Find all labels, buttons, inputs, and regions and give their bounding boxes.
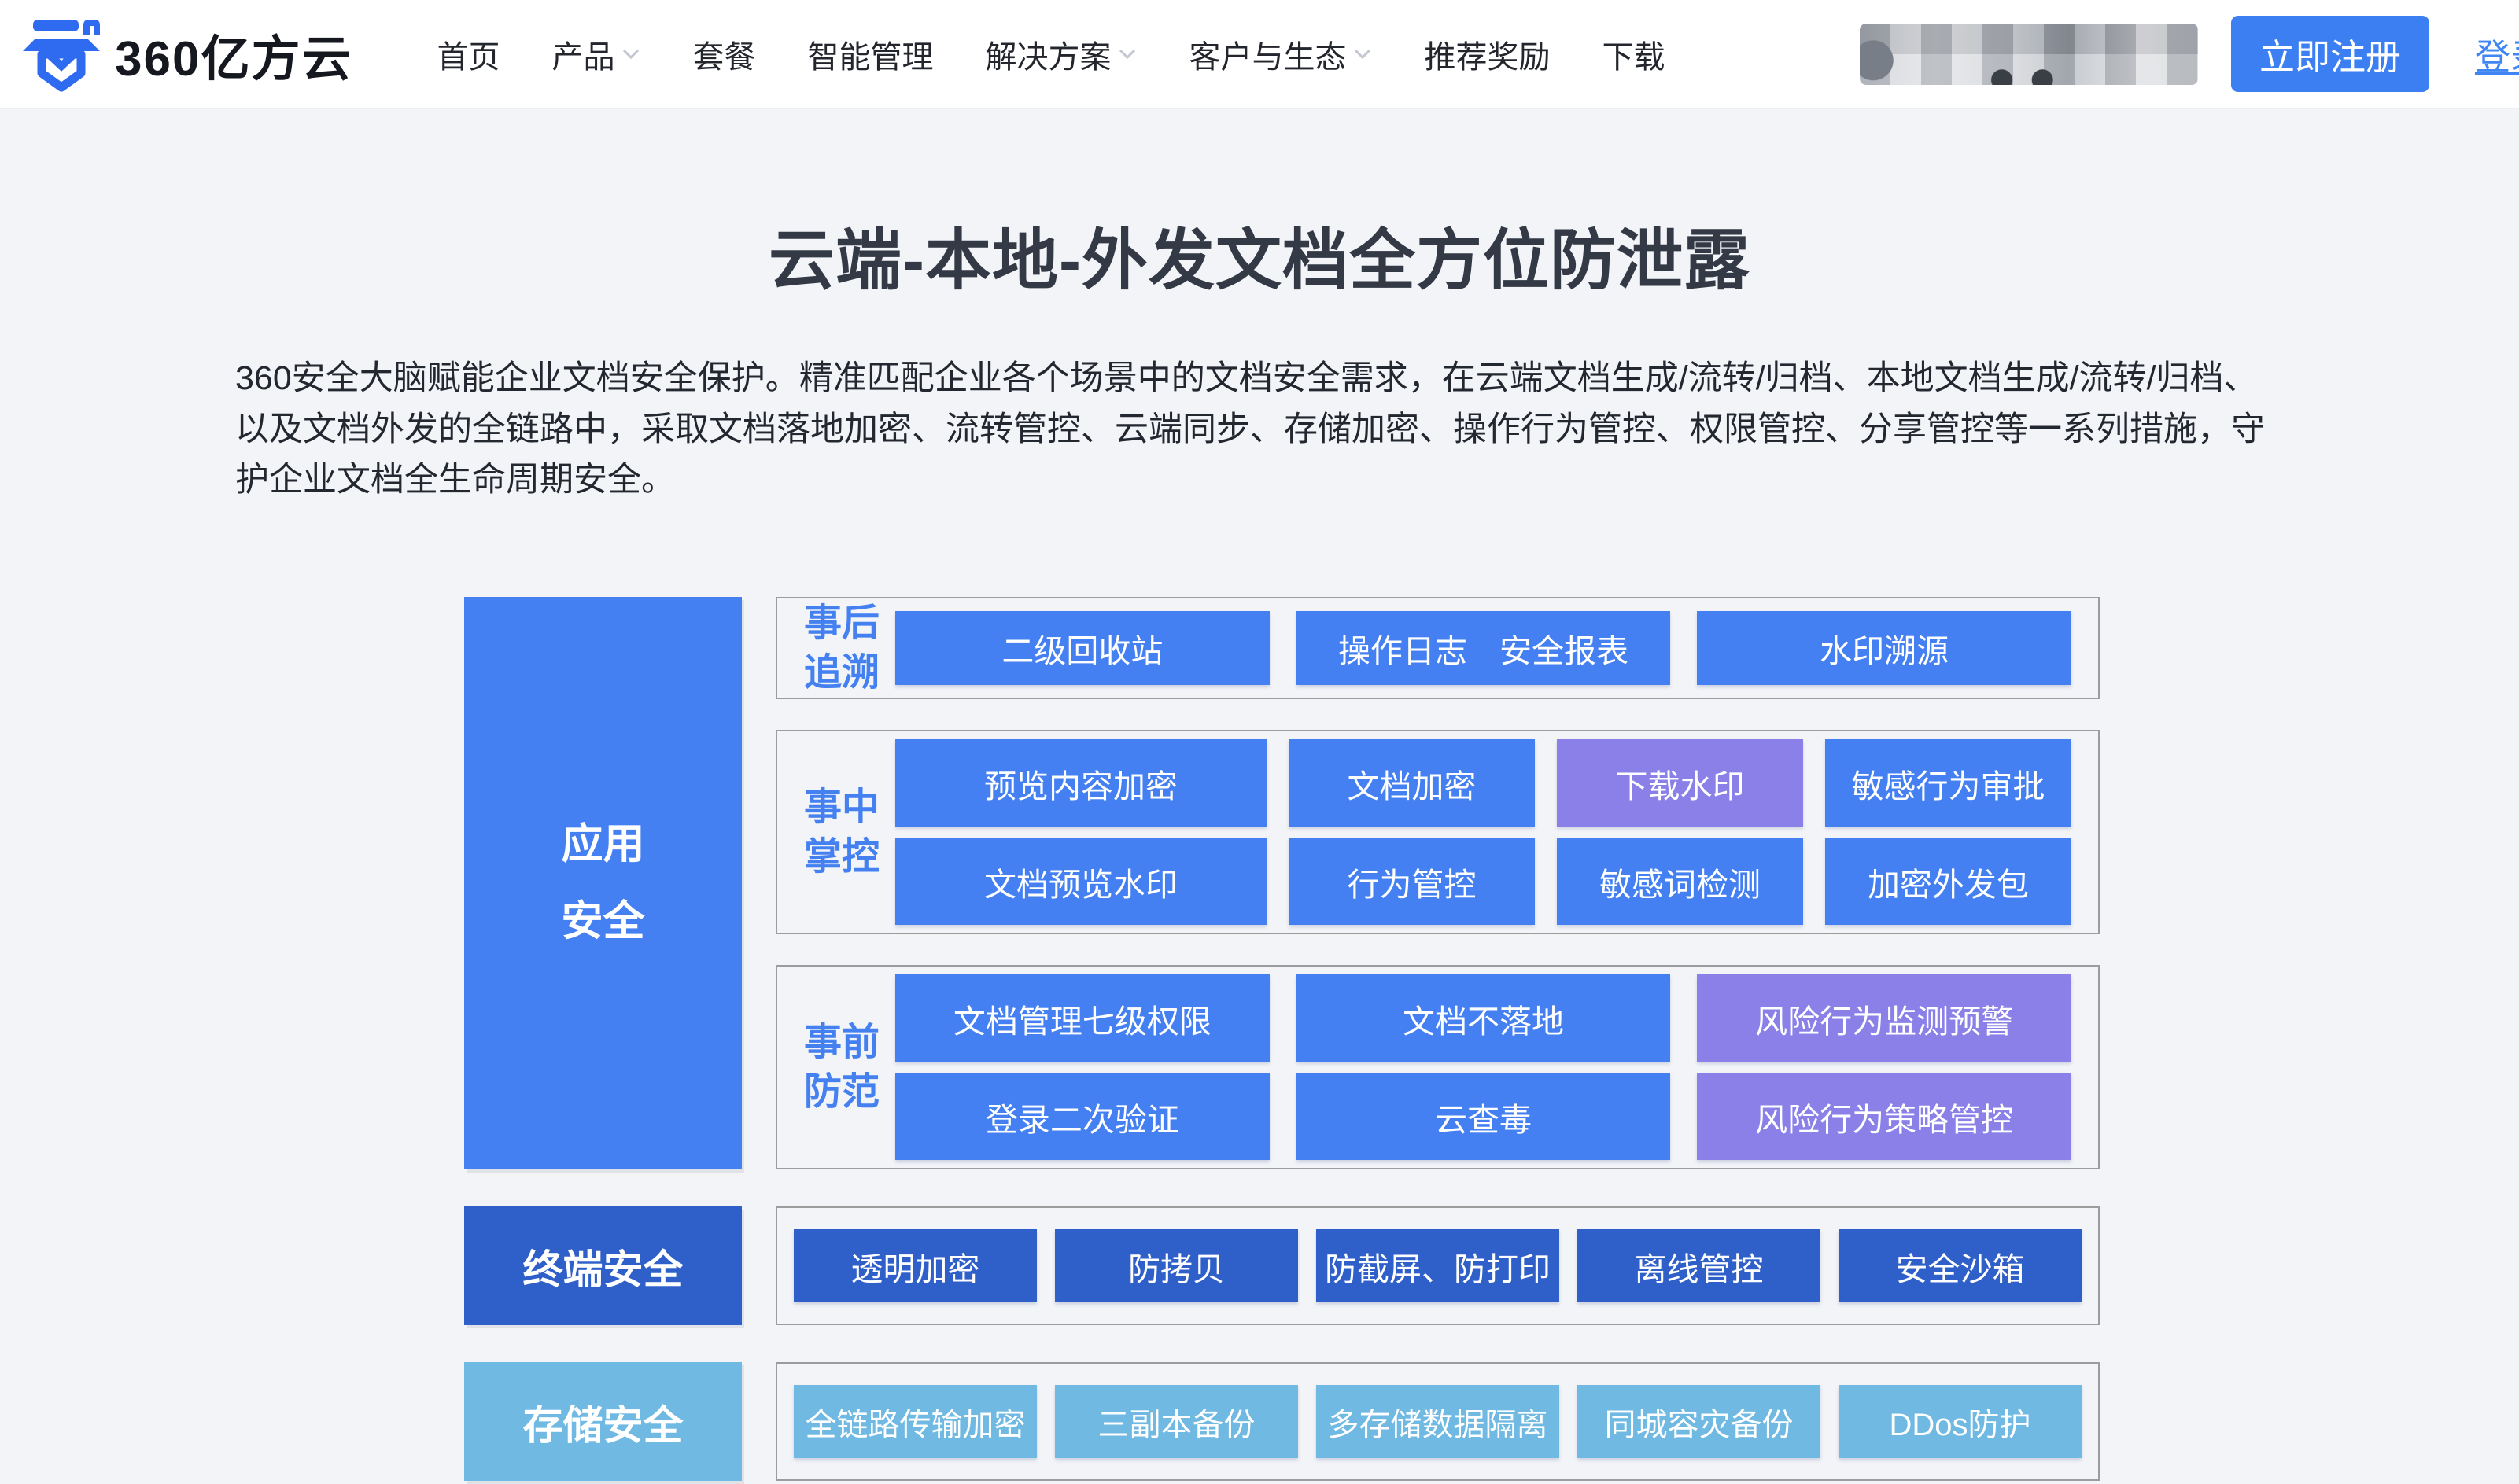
feature-tile: 登录二次验证	[895, 1073, 1270, 1161]
register-button[interactable]: 立即注册	[2230, 16, 2429, 92]
feature-tile: 文档不落地	[1296, 974, 1671, 1062]
nav-item-products[interactable]: 产品	[551, 31, 640, 77]
censored-phone-number	[1859, 23, 2198, 85]
brand-name: 360亿方云	[115, 31, 352, 87]
group-label: 事后追溯	[804, 602, 880, 694]
nav-item-home[interactable]: 首页	[437, 39, 500, 75]
feature-tile: 安全沙箱	[1839, 1229, 2082, 1303]
feature-tile: 敏感词检测	[1557, 838, 1803, 926]
brand-logo[interactable]: 360亿方云	[20, 17, 352, 92]
feature-tile: 行为管控	[1289, 838, 1535, 926]
chevron-down-icon	[1353, 48, 1372, 61]
feature-tile: 文档加密	[1289, 739, 1535, 827]
category-application-security: 应用安全	[464, 596, 742, 1170]
nav-item-plans[interactable]: 套餐	[692, 39, 756, 75]
group-label: 事中掌控	[804, 786, 880, 878]
feature-tile: 敏感行为审批	[1825, 739, 2071, 827]
group-post-event-tracing: 事后追溯 二级回收站 操作日志 安全报表 水印溯源	[776, 596, 2100, 700]
feature-tile: DDos防护	[1839, 1385, 2082, 1459]
pen-shield-logo-icon	[23, 19, 100, 91]
security-matrix-diagram: 应用安全 事后追溯 二级回收站 操作日志 安全报表 水印溯源 事中掌控	[464, 596, 2100, 1482]
top-navigation-bar: 360亿方云 首页 产品 套餐 智能管理 解决方案 客户与生态	[0, 0, 2519, 109]
page-description: 360安全大脑赋能企业文档安全保护。精准匹配企业各个场景中的文档安全需求，在云端…	[235, 359, 2265, 499]
feature-tile: 加密外发包	[1825, 838, 2071, 926]
nav-item-solutions[interactable]: 解决方案	[985, 31, 1137, 77]
login-link[interactable]: 登录	[2474, 37, 2519, 77]
feature-tile: 风险行为监测预警	[1697, 974, 2071, 1062]
chevron-down-icon	[1118, 48, 1137, 61]
feature-tile: 风险行为策略管控	[1697, 1073, 2071, 1161]
feature-tile: 全链路传输加密	[794, 1385, 1037, 1459]
category-terminal-security: 终端安全	[464, 1206, 742, 1326]
feature-tile: 预览内容加密	[895, 739, 1267, 827]
nav-item-smart-management[interactable]: 智能管理	[807, 39, 934, 75]
group-label: 事前防范	[804, 1021, 880, 1114]
feature-tile: 文档预览水印	[895, 838, 1267, 926]
nav-item-customers-ecosystem[interactable]: 客户与生态	[1189, 31, 1372, 77]
feature-tile: 文档管理七级权限	[895, 974, 1270, 1062]
feature-tile: 二级回收站	[895, 610, 1270, 685]
group-storage-security: 全链路传输加密 三副本备份 多存储数据隔离 同城容灾备份 DDos防护	[776, 1362, 2100, 1482]
feature-tile: 多存储数据隔离	[1316, 1385, 1559, 1459]
group-terminal-security: 透明加密 防拷贝 防截屏、防打印 离线管控 安全沙箱	[776, 1206, 2100, 1326]
group-pre-event-prevention: 事前防范 文档管理七级权限 文档不落地 风险行为监测预警 登录二次验证 云查毒 …	[776, 965, 2100, 1170]
nav-item-referral-rewards[interactable]: 推荐奖励	[1424, 39, 1551, 75]
feature-tile: 下载水印	[1557, 739, 1803, 827]
category-storage-security: 存储安全	[464, 1362, 742, 1482]
nav-item-download[interactable]: 下载	[1602, 39, 1665, 75]
chevron-down-icon	[621, 48, 640, 61]
feature-tile: 操作日志 安全报表	[1296, 610, 1671, 685]
group-in-process-control: 事中掌控 预览内容加密 文档加密 下载水印 敏感行为审批 文档预览水印 行为管控…	[776, 730, 2100, 935]
main-nav: 首页 产品 套餐 智能管理 解决方案 客户与生态 推荐奖励	[437, 31, 1665, 77]
feature-tile: 防截屏、防打印	[1316, 1229, 1559, 1303]
feature-tile: 透明加密	[794, 1229, 1037, 1303]
feature-tile: 水印溯源	[1697, 610, 2071, 685]
feature-tile: 离线管控	[1577, 1229, 1820, 1303]
feature-tile: 防拷贝	[1055, 1229, 1298, 1303]
feature-tile: 云查毒	[1296, 1073, 1671, 1161]
feature-tile: 同城容灾备份	[1577, 1385, 1820, 1459]
page-title: 云端-本地-外发文档全方位防泄露	[769, 223, 1750, 297]
feature-tile: 三副本备份	[1055, 1385, 1298, 1459]
